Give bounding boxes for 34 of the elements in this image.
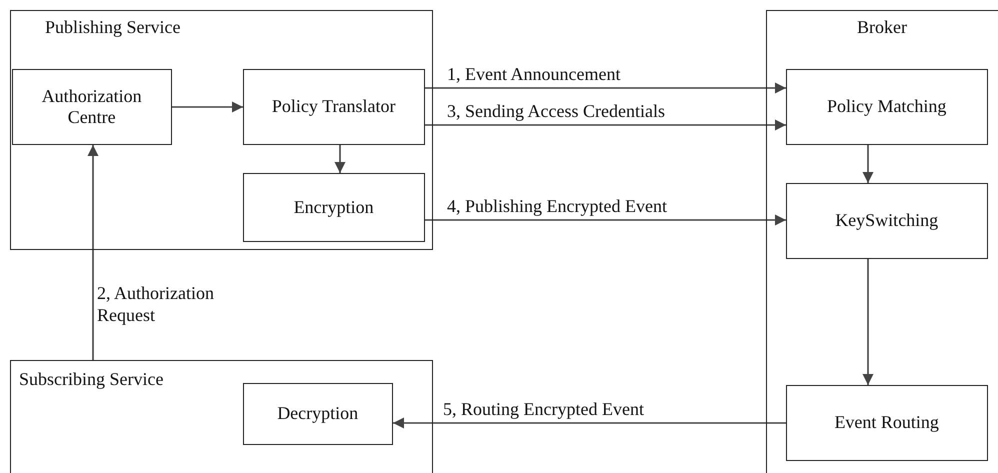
arrow [334, 145, 346, 173]
box-label: Decryption [277, 403, 358, 424]
box-label: Authorization Centre [40, 86, 143, 128]
arrow [425, 82, 786, 94]
box-label: Encryption [294, 196, 374, 218]
edge-label: 2, Authorization Request [97, 283, 215, 326]
arrow [862, 259, 874, 385]
arrow [393, 418, 786, 428]
process-box [242, 382, 393, 445]
box-label: Event Routing [834, 412, 939, 434]
edge-label: 3, Sending Access Credentials [447, 101, 666, 123]
arrow [862, 145, 874, 183]
process-box [786, 384, 988, 461]
edge-label: 5, Routing Encrypted Event [443, 399, 645, 421]
edge-label: 1, Event Announcement [447, 64, 622, 86]
panel-title: Publishing Service [45, 17, 180, 38]
box-label: KeySwitching [835, 210, 938, 232]
service-panel [766, 10, 998, 473]
panel-title: Broker [857, 17, 907, 38]
arrow [425, 120, 786, 130]
process-box [12, 68, 172, 145]
service-panel [10, 10, 433, 250]
panel-title: Subscribing Service [19, 369, 164, 390]
arrow [172, 102, 243, 112]
arrow [425, 214, 786, 226]
box-label: Policy Translator [272, 96, 396, 118]
arrow [88, 145, 98, 360]
process-box [242, 172, 425, 242]
process-box [786, 68, 988, 145]
edge-label: 4, Publishing Encrypted Event [447, 196, 668, 218]
box-label: Policy Matching [826, 96, 946, 118]
process-box [242, 68, 425, 145]
service-panel [10, 360, 433, 473]
process-box [786, 182, 988, 259]
